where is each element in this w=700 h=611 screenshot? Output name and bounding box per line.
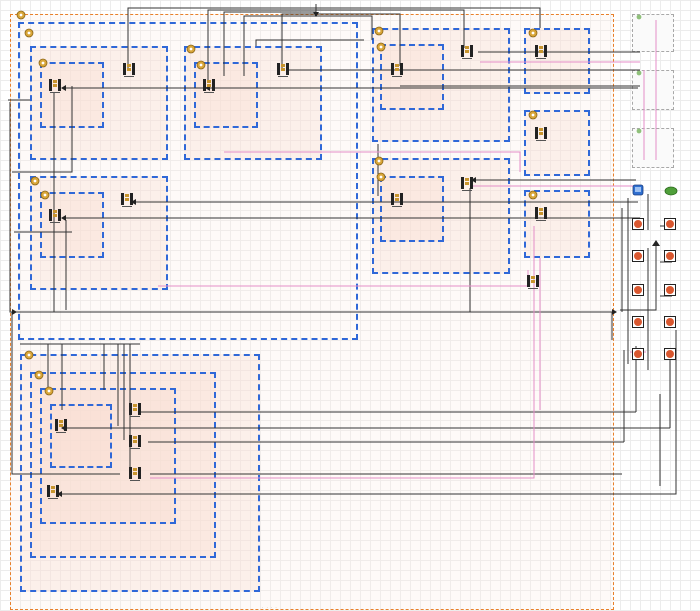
arrowhead (12, 309, 17, 315)
edge-highlight (224, 151, 521, 172)
server-stack-icon[interactable] (534, 126, 548, 142)
gear-icon[interactable] (196, 60, 206, 70)
group-b1[interactable] (372, 28, 510, 142)
group-b1-inner[interactable] (380, 44, 444, 110)
cloud-icon (636, 70, 642, 76)
edge (207, 9, 465, 80)
server-stack-icon[interactable] (128, 402, 142, 418)
edge (620, 246, 657, 311)
group-d3[interactable] (50, 404, 112, 468)
gear-icon[interactable] (16, 10, 26, 20)
edge (62, 330, 677, 495)
arrowhead (61, 215, 66, 221)
footer-indicator: · · · · (262, 605, 278, 610)
instance-icon[interactable] (664, 348, 676, 360)
instance-icon[interactable] (632, 250, 644, 262)
server-stack-icon[interactable] (534, 206, 548, 222)
server-stack-icon[interactable] (276, 62, 290, 78)
edge (127, 7, 541, 70)
server-stack-icon[interactable] (120, 192, 134, 208)
arrowhead (471, 177, 476, 183)
cloud-icon (636, 128, 642, 134)
gear-icon[interactable] (24, 28, 34, 38)
server-stack-icon[interactable] (128, 434, 142, 450)
arrowhead (652, 240, 660, 246)
arrowhead (131, 199, 136, 205)
server-stack-icon[interactable] (460, 176, 474, 192)
group-a3-inner[interactable] (40, 192, 104, 258)
gear-icon[interactable] (374, 26, 384, 36)
edge (12, 86, 73, 173)
cloud-icon[interactable] (664, 184, 678, 196)
server-stack-icon[interactable] (122, 62, 136, 78)
group-a2-inner[interactable] (194, 62, 258, 128)
gear-icon[interactable] (44, 386, 54, 396)
edge (281, 13, 401, 70)
edge (255, 39, 364, 46)
arrowhead (313, 12, 319, 17)
gear-icon[interactable] (186, 44, 196, 54)
server-stack-icon[interactable] (48, 208, 62, 224)
gear-icon[interactable] (376, 42, 386, 52)
gear-icon[interactable] (40, 190, 50, 200)
server-stack-icon[interactable] (390, 62, 404, 78)
group-a2[interactable] (184, 46, 322, 160)
instance-icon[interactable] (632, 218, 644, 230)
server-stack-icon[interactable] (526, 274, 540, 290)
group-a1[interactable] (30, 46, 168, 160)
instance-icon[interactable] (632, 284, 644, 296)
placeholder-box-3[interactable] (632, 128, 674, 168)
gear-icon[interactable] (376, 172, 386, 182)
placeholder-box-2[interactable] (632, 70, 674, 110)
group-a[interactable] (18, 22, 358, 340)
edge (223, 11, 317, 76)
edge (9, 102, 612, 313)
server-stack-icon[interactable] (46, 484, 60, 500)
gear-icon[interactable] (24, 350, 34, 360)
server-stack-icon[interactable] (48, 78, 62, 94)
gear-icon[interactable] (34, 370, 44, 380)
group-c1[interactable] (524, 28, 590, 94)
group-b2-inner[interactable] (380, 176, 444, 242)
gear-icon[interactable] (374, 156, 384, 166)
group-c3[interactable] (524, 190, 590, 258)
monitor-icon[interactable] (632, 184, 644, 196)
cloud-icon (636, 14, 642, 20)
server-stack-icon[interactable] (534, 44, 548, 60)
arrowhead (61, 85, 66, 91)
edge (11, 312, 120, 475)
instance-icon[interactable] (664, 250, 676, 262)
instance-icon[interactable] (664, 284, 676, 296)
group-a3[interactable] (30, 176, 168, 290)
edge (243, 15, 373, 76)
edge-highlight (158, 270, 529, 287)
instance-icon[interactable] (664, 316, 676, 328)
gear-icon[interactable] (528, 28, 538, 38)
gear-icon[interactable] (528, 190, 538, 200)
arrowhead (57, 491, 62, 497)
server-stack-icon[interactable] (460, 44, 474, 60)
group-d1[interactable] (30, 372, 216, 558)
gear-icon[interactable] (38, 58, 48, 68)
group-c2[interactable] (524, 110, 590, 176)
server-stack-icon[interactable] (54, 418, 68, 434)
server-stack-icon[interactable] (390, 192, 404, 208)
arrowhead (612, 309, 617, 315)
instance-icon[interactable] (664, 218, 676, 230)
instance-icon[interactable] (632, 316, 644, 328)
server-stack-icon[interactable] (128, 466, 142, 482)
placeholder-box-1[interactable] (632, 14, 674, 52)
gear-icon[interactable] (528, 110, 538, 120)
group-d2[interactable] (40, 388, 176, 524)
gear-icon[interactable] (30, 176, 40, 186)
instance-icon[interactable] (632, 348, 644, 360)
edge-highlight (150, 226, 535, 479)
server-stack-icon[interactable] (202, 78, 216, 94)
